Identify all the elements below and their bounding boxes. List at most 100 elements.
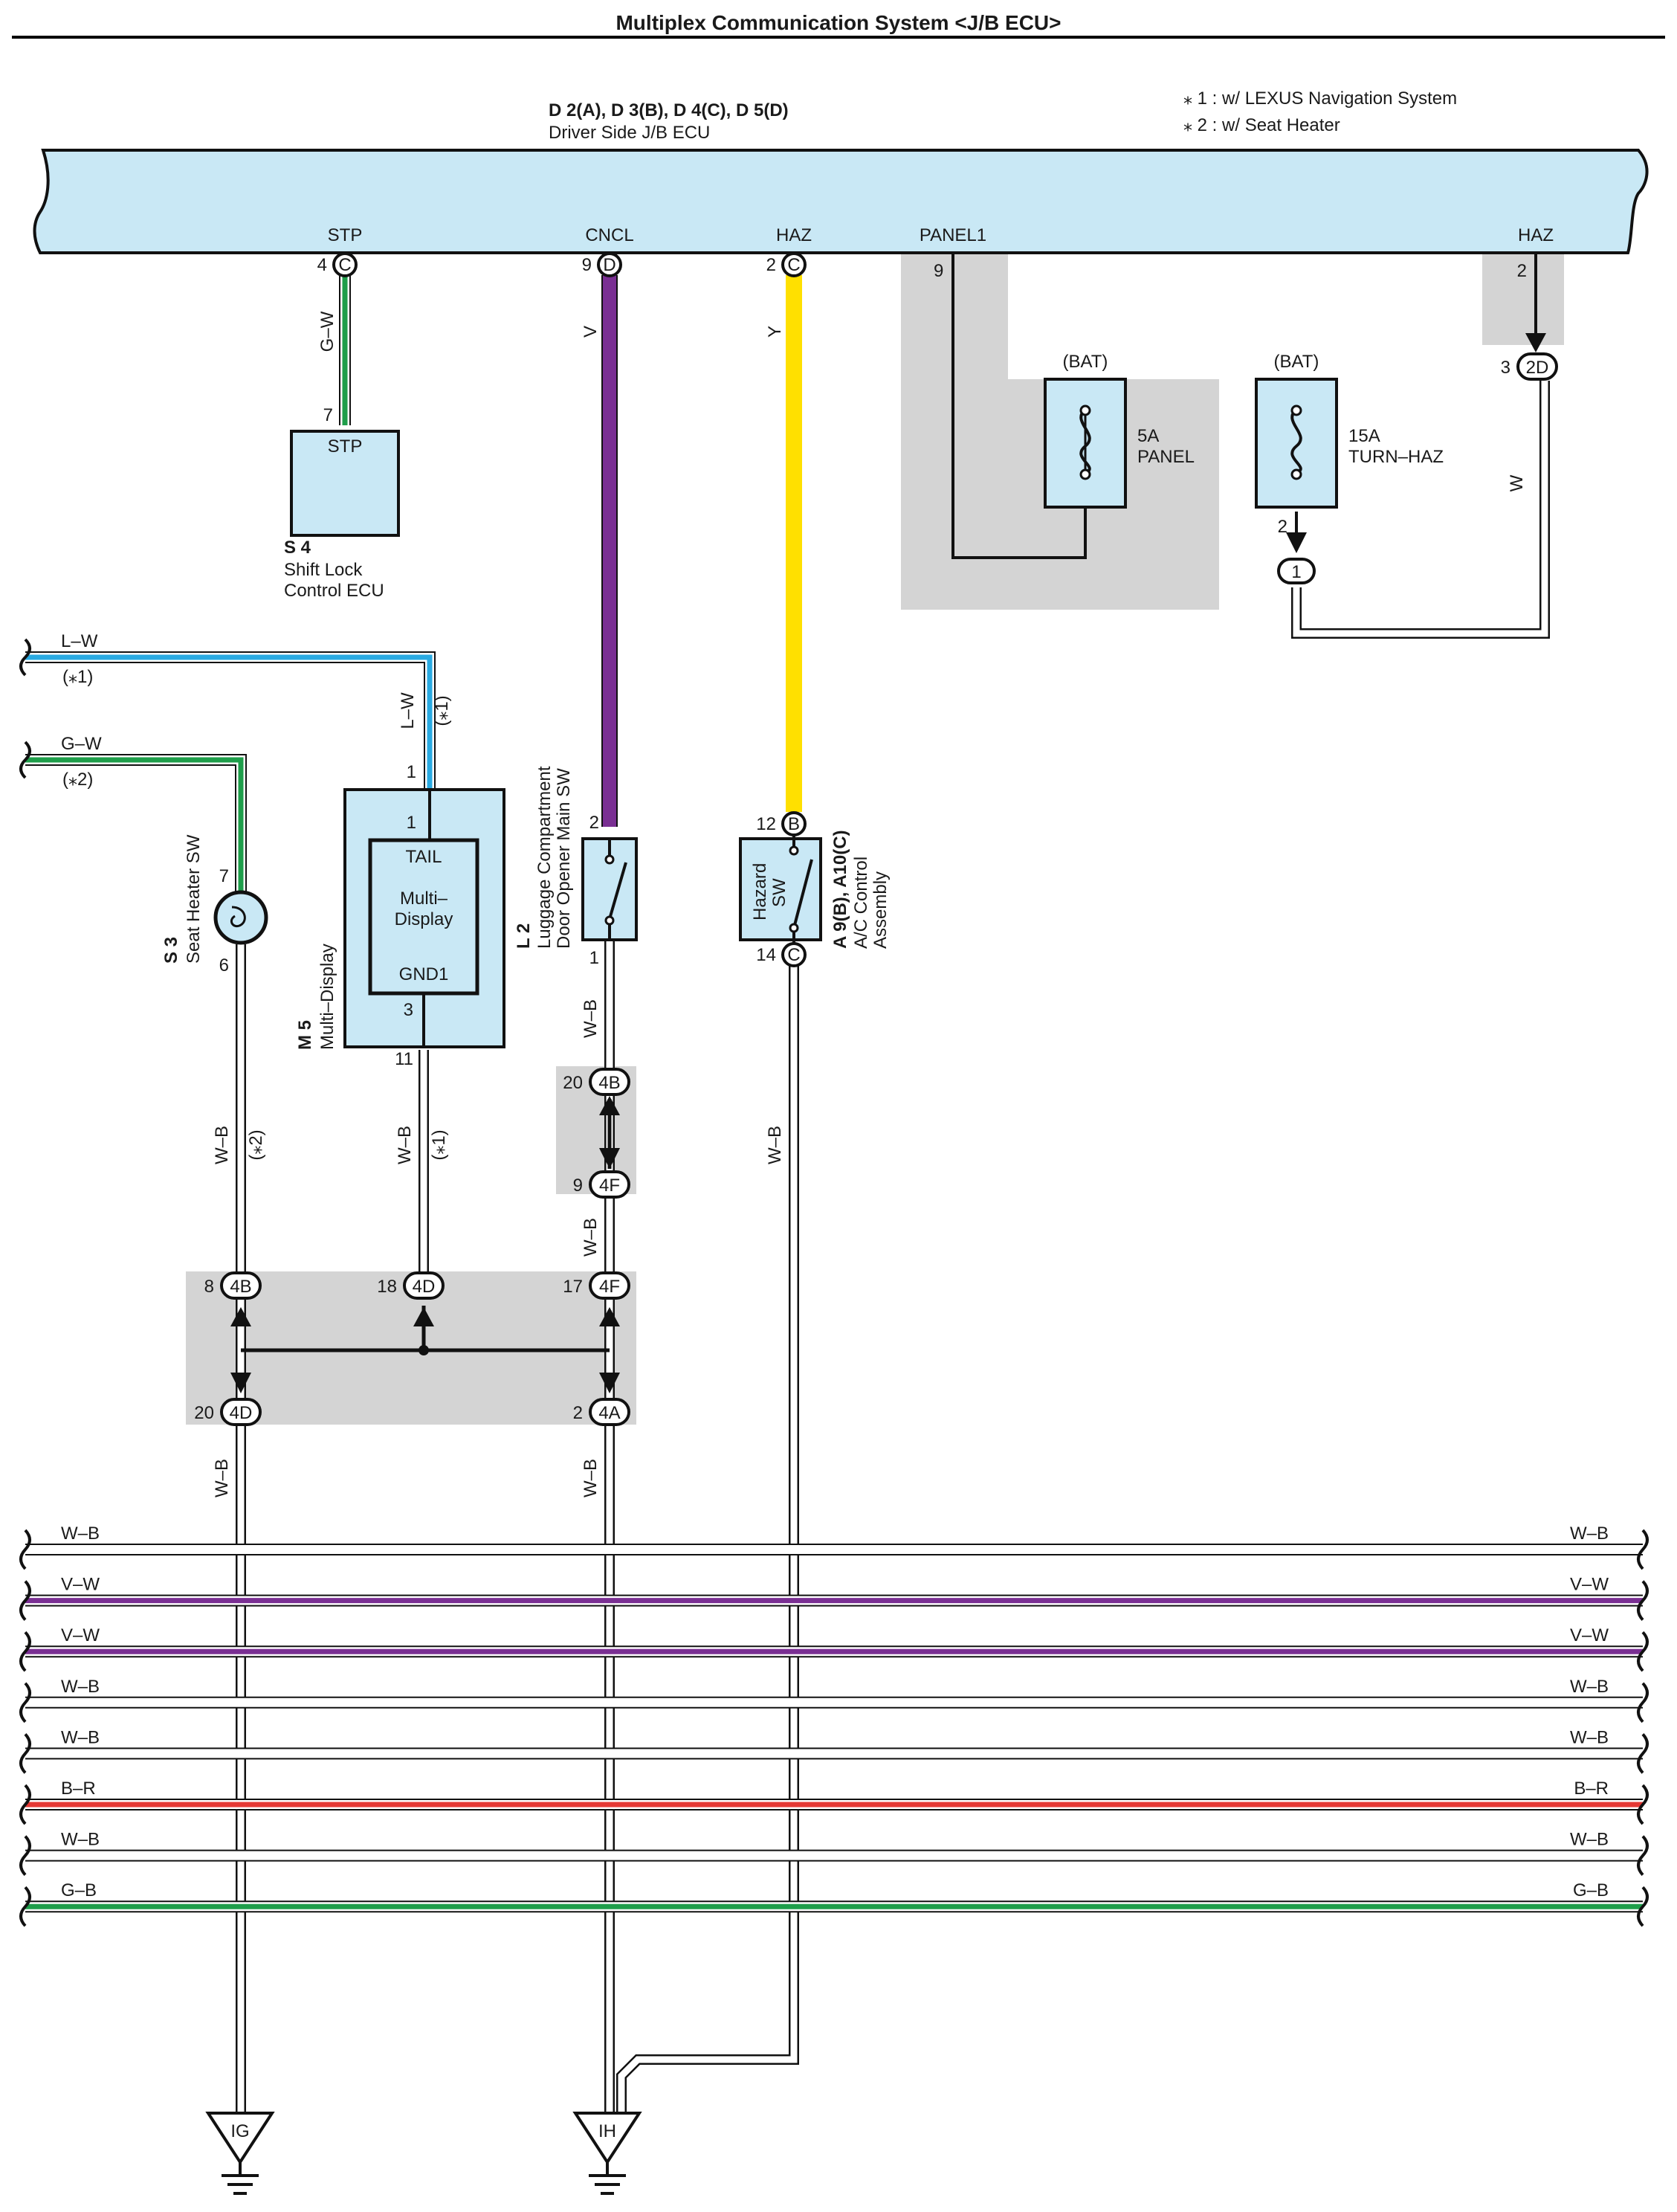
bus-wire: W–B W–B: [19, 1677, 1649, 1724]
bus-wire-label-left: W–B: [61, 1727, 100, 1747]
hazard-pin-bottom: 14: [756, 945, 776, 965]
bus-wire: G–B G–B: [19, 1880, 1649, 1927]
bus-wire-label-right: W–B: [1570, 1727, 1609, 1747]
wb-verticals: [236, 940, 799, 2124]
stp-conn: C: [338, 255, 351, 275]
hazard-sw-label-2: SW: [769, 878, 789, 907]
terminal-panel1: PANEL1: [920, 225, 986, 245]
ground-ig: [205, 2112, 275, 2195]
shift-lock-pin: 7: [323, 405, 333, 425]
connector-1-label: 1: [1291, 562, 1301, 582]
j2-4a-label: 4A: [598, 1403, 620, 1423]
diagram-title: Multiplex Communication System <J/B ECU>: [615, 11, 1061, 34]
hazard-conn-top-label: B: [788, 814, 800, 834]
junction-arrows: [230, 1096, 620, 1393]
ecu-pins: [332, 252, 807, 277]
j17-4f-label: 4F: [599, 1277, 620, 1297]
fuse-turn-bat: (BAT): [1274, 352, 1319, 372]
shift-lock-name-2: Control ECU: [284, 581, 384, 601]
label-wb-md: W–B: [395, 1126, 415, 1164]
terminal-haz: HAZ: [776, 225, 812, 245]
bus-wire: V–W V–W: [19, 1625, 1649, 1672]
bus-wire-label-left: W–B: [61, 1677, 100, 1697]
bus-wire-label-left: V–W: [61, 1625, 100, 1645]
wire-break-mark: [19, 1835, 31, 1876]
label-wb-hazard: W–B: [765, 1126, 785, 1164]
shift-lock-code: S 4: [284, 538, 311, 558]
wire-break-mark: [1637, 1580, 1649, 1621]
ecu-name: Driver Side J/B ECU: [549, 123, 710, 143]
haz-pin: 2: [766, 255, 776, 275]
j8-4b-pin: 8: [204, 1277, 214, 1297]
wire-break-mark: [19, 1682, 31, 1724]
luggage-name-1: Luggage Compartment: [534, 766, 555, 949]
seat-heater-code: S 3: [161, 937, 181, 964]
fuse-turn-rating: 15A: [1348, 426, 1380, 446]
bus-wire-label-right: V–W: [1570, 1625, 1609, 1645]
bus-wire-label-right: V–W: [1570, 1575, 1609, 1595]
hazard-name-2: Assembly: [870, 871, 891, 949]
wire-break-mark: [19, 1631, 31, 1672]
label-lw-vert: L–W: [398, 692, 418, 729]
bus-wire-label-right: W–B: [1570, 1677, 1609, 1697]
haz-conn: C: [787, 255, 800, 275]
ecu-code: D 2(A), D 3(B), D 4(C), D 5(D): [549, 100, 789, 120]
break-lw: [19, 638, 31, 677]
luggage-name-2: Door Opener Main SW: [554, 768, 574, 949]
fuse-turn-pin: 2: [1278, 517, 1287, 537]
wire-break-mark: [1637, 1529, 1649, 1570]
wire-panel-loop: [951, 254, 1087, 559]
wire-break-mark: [19, 1886, 31, 1927]
luggage-code: L 2: [514, 923, 534, 949]
j20-4d-label: 4D: [230, 1403, 253, 1423]
arrow-2d: [1525, 333, 1546, 352]
bus-wire: W–B W–B: [19, 1727, 1649, 1774]
label-gw: G–W: [317, 311, 337, 352]
md-tail: TAIL: [406, 847, 442, 867]
hazard-name-1: A/C Control: [851, 857, 871, 949]
seat-heater-name: Seat Heater SW: [184, 834, 204, 964]
j20-4d-pin: 20: [194, 1403, 214, 1423]
ground-ig-label: IG: [230, 2121, 249, 2141]
ground-ih-label: IH: [598, 2121, 616, 2141]
label-lw-note: (⁎1): [62, 667, 93, 687]
hazard-sw-label-1: Hazard: [750, 863, 770, 920]
bus-wire-label-left: G–B: [61, 1880, 97, 1900]
md-pin-bottom-in: 3: [404, 1000, 413, 1020]
bus-wire-label-right: W–B: [1570, 1830, 1609, 1850]
j20-4b-label: 4B: [598, 1073, 620, 1093]
wire-break-mark: [19, 1733, 31, 1774]
note-2: ⁎ 2 : w/ Seat Heater: [1183, 115, 1340, 135]
multi-display-inner: [368, 838, 479, 996]
md-pin-bottom-out: 11: [395, 1049, 413, 1069]
bus-wire-label-right: B–R: [1574, 1779, 1609, 1799]
hazard-conn-top: [781, 811, 807, 836]
wire-break-mark: [19, 1784, 31, 1825]
title-rule: [12, 36, 1665, 39]
junction-connectors: [220, 1068, 630, 1426]
fuse-panel-rating: 5A: [1137, 426, 1159, 446]
label-wb-ig: W–B: [212, 1459, 232, 1497]
terminal-haz-2: HAZ: [1518, 225, 1554, 245]
md-pin-top-out: 1: [407, 762, 416, 782]
label-wb-ih: W–B: [581, 1459, 601, 1497]
bus-wire-label-right: G–B: [1573, 1880, 1609, 1900]
j17-4f-pin: 17: [563, 1277, 583, 1297]
ground-ih: [572, 2112, 642, 2195]
label-wb-seat: W–B: [212, 1126, 232, 1164]
terminal-cncl: CNCL: [585, 225, 633, 245]
bus-wire-label-left: V–W: [61, 1575, 100, 1595]
label-wb-md-note: (⁎1): [429, 1129, 449, 1160]
wire-break-mark: [1637, 1886, 1649, 1927]
shift-lock-ecu: [290, 430, 400, 537]
wire-break-mark: [1637, 1784, 1649, 1825]
label-gw-note: (⁎2): [62, 770, 93, 790]
hazard-pin-top: 12: [756, 814, 776, 834]
label-v: V: [581, 326, 601, 338]
wire-break-mark: [1637, 1631, 1649, 1672]
fuse-panel-bat: (BAT): [1063, 352, 1108, 372]
conn-2d-label: 2D: [1526, 358, 1549, 378]
